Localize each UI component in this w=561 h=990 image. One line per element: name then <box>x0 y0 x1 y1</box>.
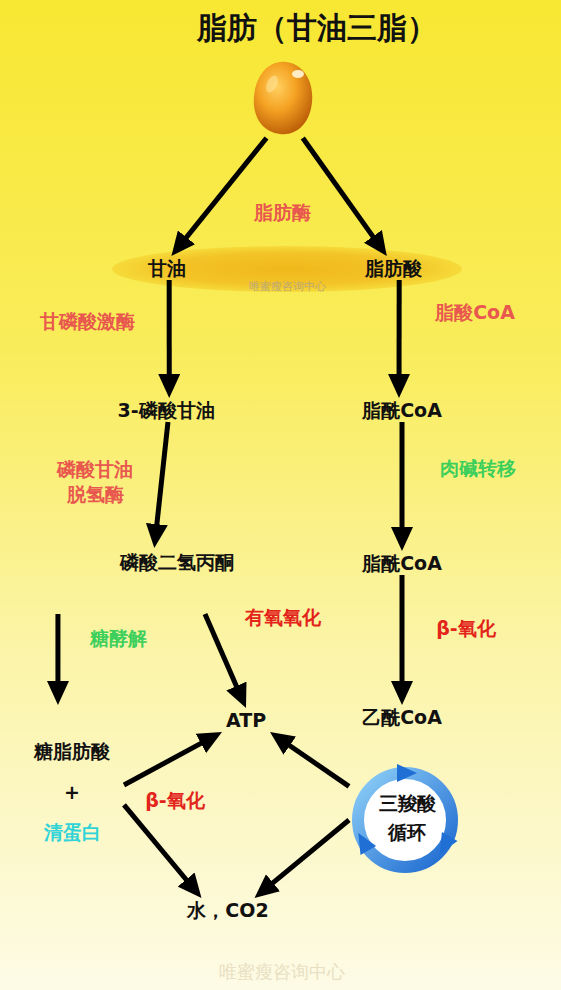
edge-label: 糖酵解 <box>90 626 147 651</box>
edge-label: β-氧化 <box>145 788 205 813</box>
node-text: 清蛋白 <box>20 820 124 844</box>
node-text: 三羧酸 循环 <box>376 788 438 847</box>
cycle-ring <box>349 764 461 876</box>
edge-label: 有氧氧化 <box>245 605 321 630</box>
metabolite-text-box: 脂酰CoA <box>352 398 452 422</box>
node-text: ATP <box>222 708 270 732</box>
metabolite-text-box: 脂酰CoA <box>352 551 452 575</box>
title-text: 脂肪（甘油三脂） <box>197 8 437 47</box>
flow-arrow <box>400 422 405 537</box>
cycle-circle: 三羧酸 循环 <box>349 764 461 876</box>
node-text: 乙酰CoA <box>352 705 452 729</box>
flow-arrow <box>180 138 266 245</box>
edge-label: 甘磷酸激酶 <box>40 309 135 334</box>
metabolite-text-box: 乙酰CoA <box>352 705 452 729</box>
flow-arrow <box>124 739 210 785</box>
edge-label: 肉碱转移 <box>440 456 516 481</box>
node-text: 3-磷酸甘油 <box>108 398 224 422</box>
flow-arrow <box>205 614 240 695</box>
band: 唯蜜瘦咨询中心甘油 脂肪酸 <box>112 246 462 292</box>
node-text: 脂酰CoA <box>352 398 452 422</box>
plus-sign: + <box>20 780 124 804</box>
metabolite-text-box: 甘油 <box>145 256 189 280</box>
watermark: 唯蜜瘦咨询中心 <box>219 960 345 983</box>
flow-arrow <box>265 820 349 889</box>
flow-arrow <box>167 280 172 384</box>
node-text: 糖脂肪酸 <box>20 739 124 763</box>
fat-drop-illustration <box>250 58 316 138</box>
node-text: 脂肪酸 <box>362 256 424 280</box>
product-text-box: 水，CO2 <box>175 898 281 922</box>
edge-label: 磷酸甘油 脱氢酶 <box>53 457 137 506</box>
node-text: 磷酸二氢丙酮 <box>45 548 309 576</box>
enzyme-label: 脂肪酶 <box>254 200 311 225</box>
flow-arrow <box>124 805 193 887</box>
metabolite-text-box: 脂肪酸 <box>362 256 424 280</box>
node-text: 甘油 <box>145 256 189 280</box>
flow-arrow <box>156 422 168 534</box>
metabolite-group: 糖脂肪酸 + 清蛋白 <box>20 705 124 846</box>
flow-arrow <box>55 614 60 691</box>
metabolite-text-box: 磷酸二氢丙酮 <box>45 548 309 614</box>
product-text-box: ATP <box>222 708 270 732</box>
flow-arrow <box>282 740 349 786</box>
edge-label: 脂酸CoA <box>435 300 515 325</box>
node-text: 脂酰CoA <box>352 551 452 575</box>
watermark-text: 唯蜜瘦咨询中心 <box>112 280 462 294</box>
node-text: 水，CO2 <box>175 898 281 922</box>
fat-drop: 脂肪（甘油三脂） <box>250 58 316 138</box>
flow-arrow <box>397 280 402 384</box>
edge-label: β-氧化 <box>436 616 496 641</box>
flow-arrow <box>303 138 379 245</box>
metabolite-text-box: 3-磷酸甘油 <box>108 398 224 422</box>
flow-arrow <box>400 575 405 691</box>
